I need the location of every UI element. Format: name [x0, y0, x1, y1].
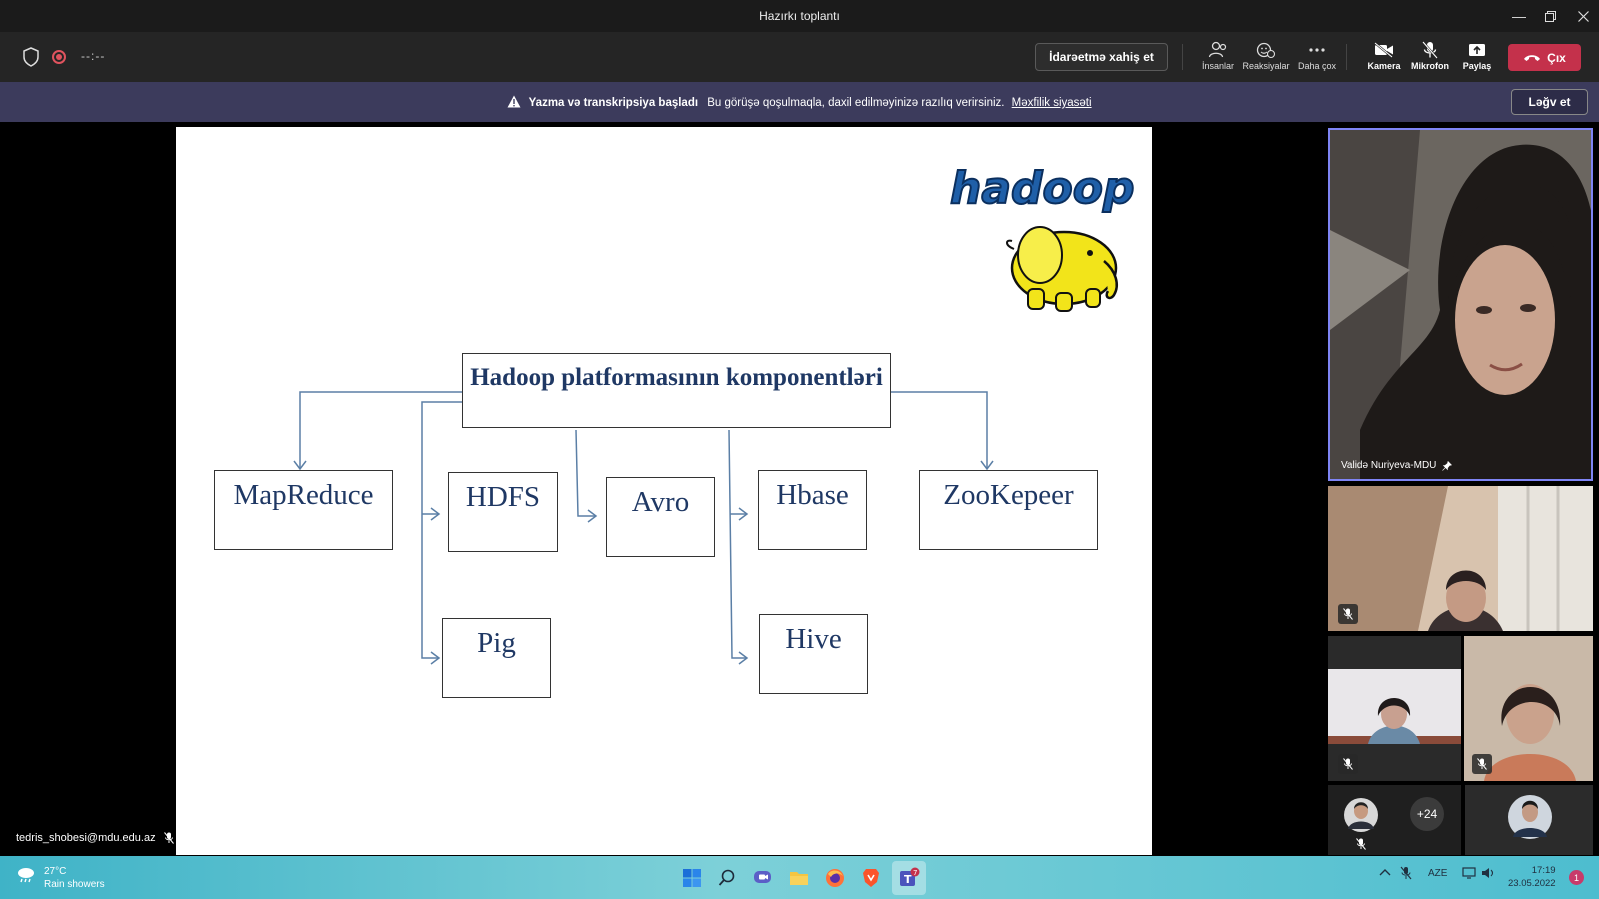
- meeting-toolbar: --:-- İdarəetmə xahiş et İnsanlar Reaksi…: [0, 32, 1599, 82]
- component-box-mapreduce: MapReduce: [214, 470, 393, 550]
- presenter-label: tedris_shobesi@mdu.edu.az: [16, 832, 174, 844]
- system-clock[interactable]: 17:19 23.05.2022: [1508, 864, 1556, 890]
- microphone-button[interactable]: Mikrofon: [1405, 40, 1455, 76]
- camera-off-icon: [1359, 40, 1409, 60]
- diagram-connectors: [293, 391, 994, 665]
- teams-notification-badge: 7: [913, 869, 917, 877]
- more-options-button[interactable]: Daha çox: [1292, 40, 1342, 76]
- file-explorer-icon[interactable]: [786, 865, 812, 891]
- microphone-muted-tray-icon[interactable]: [1400, 866, 1412, 883]
- participant-video: [1328, 669, 1461, 744]
- brave-browser-icon[interactable]: [858, 865, 884, 891]
- banner-message: Bu görüşə qoşulmaqla, daxil edilməyinizə…: [707, 97, 1005, 109]
- diagram-main-box: Hadoop platformasının komponentləri: [462, 353, 891, 428]
- pinned-participant-name: Validə Nuriyeva-MDU: [1341, 460, 1437, 471]
- share-icon: [1452, 40, 1502, 60]
- window-title: Hazırkı toplantı: [759, 9, 840, 23]
- weather-temperature: 27°C: [44, 866, 67, 877]
- microphone-off-icon: [1338, 604, 1358, 624]
- dismiss-recording-button[interactable]: Ləğv et: [1511, 89, 1588, 115]
- volume-icon[interactable]: [1481, 867, 1495, 882]
- microphone-off-icon: [1405, 40, 1455, 60]
- teams-chat-icon[interactable]: [750, 865, 776, 891]
- camera-button[interactable]: Kamera: [1359, 40, 1409, 76]
- more-label: Daha çox: [1297, 61, 1337, 71]
- toolbar-divider: [1346, 44, 1347, 70]
- more-icon: [1292, 40, 1342, 60]
- shield-icon[interactable]: [22, 47, 40, 67]
- clock-time: 17:19: [1531, 865, 1556, 876]
- hadoop-logo: hadoop: [944, 153, 1135, 317]
- presentation-slide: hadoop: [176, 127, 1152, 855]
- weather-widget[interactable]: 27°C Rain showers: [16, 865, 105, 891]
- notification-center-badge[interactable]: 1: [1569, 870, 1584, 885]
- clock-date: 23.05.2022: [1508, 878, 1556, 889]
- share-label: Paylaş: [1462, 61, 1492, 71]
- warning-icon: [507, 95, 521, 108]
- meeting-timer: --:--: [81, 49, 106, 63]
- component-box-avro: Avro: [606, 477, 715, 557]
- participant-name-badge: Validə Nuriyeva-MDU: [1341, 460, 1453, 471]
- microphone-label: Mikrofon: [1411, 61, 1449, 71]
- minimize-button[interactable]: —: [1512, 8, 1526, 24]
- close-button[interactable]: [1566, 0, 1599, 32]
- more-participants-button[interactable]: +24: [1410, 797, 1444, 831]
- participant-tile[interactable]: [1328, 785, 1461, 855]
- participant-tile[interactable]: [1328, 636, 1461, 781]
- restore-button[interactable]: [1533, 0, 1567, 32]
- pin-icon: [1442, 460, 1453, 471]
- hang-up-icon: [1524, 55, 1541, 61]
- microphone-off-icon: [163, 832, 174, 844]
- microphone-off-icon: [1356, 837, 1366, 855]
- component-box-zookeeper: ZooKepeer: [919, 470, 1098, 550]
- component-box-pig: Pig: [442, 618, 551, 698]
- svg-text:T: T: [904, 873, 912, 886]
- input-language-indicator[interactable]: AZE: [1428, 868, 1448, 879]
- participant-tile[interactable]: [1328, 486, 1593, 631]
- component-box-hdfs: HDFS: [448, 472, 558, 552]
- reactions-button[interactable]: Reaksiyalar: [1241, 40, 1291, 76]
- leave-button[interactable]: Çıx: [1508, 44, 1581, 71]
- show-hidden-icons-chevron-icon[interactable]: [1379, 868, 1391, 879]
- reactions-label: Reaksiyalar: [1242, 61, 1290, 71]
- recording-banner: Yazma və transkripsiya başladı Bu görüşə…: [0, 82, 1599, 122]
- participant-video: [1328, 486, 1593, 631]
- camera-label: Kamera: [1367, 61, 1401, 71]
- network-icon[interactable]: [1462, 867, 1476, 882]
- microphone-off-icon: [1472, 754, 1492, 774]
- firefox-icon[interactable]: [822, 865, 848, 891]
- people-button[interactable]: İnsanlar: [1193, 40, 1243, 76]
- hadoop-logo-text: hadoop: [950, 163, 1134, 214]
- reactions-icon: [1241, 40, 1291, 60]
- share-button[interactable]: Paylaş: [1452, 40, 1502, 76]
- participant-video: [1330, 130, 1591, 479]
- request-control-button[interactable]: İdarəetmə xahiş et: [1035, 43, 1168, 71]
- avatar: [1508, 795, 1552, 839]
- window-title-bar: Hazırkı toplantı —: [0, 0, 1599, 32]
- search-icon[interactable]: [714, 865, 740, 891]
- privacy-policy-link[interactable]: Məxfilik siyasəti: [1011, 97, 1092, 109]
- participant-tile[interactable]: [1465, 785, 1593, 855]
- recording-icon: [52, 50, 66, 64]
- leave-label: Çıx: [1547, 50, 1566, 65]
- presenter-email: tedris_shobesi@mdu.edu.az: [16, 832, 156, 844]
- people-label: İnsanlar: [1201, 61, 1235, 71]
- participant-tile-pinned[interactable]: Validə Nuriyeva-MDU: [1328, 128, 1593, 481]
- people-icon: [1193, 40, 1243, 60]
- banner-title: Yazma və transkripsiya başladı: [528, 97, 699, 109]
- participant-tile[interactable]: [1464, 636, 1593, 781]
- start-icon[interactable]: [679, 865, 705, 891]
- toolbar-divider: [1182, 44, 1183, 70]
- component-box-hbase: Hbase: [758, 470, 867, 550]
- microphone-off-icon: [1338, 754, 1358, 774]
- avatar: [1344, 798, 1378, 832]
- weather-condition: Rain showers: [44, 879, 105, 890]
- rain-cloud-icon: [18, 868, 34, 883]
- component-box-hive: Hive: [759, 614, 868, 694]
